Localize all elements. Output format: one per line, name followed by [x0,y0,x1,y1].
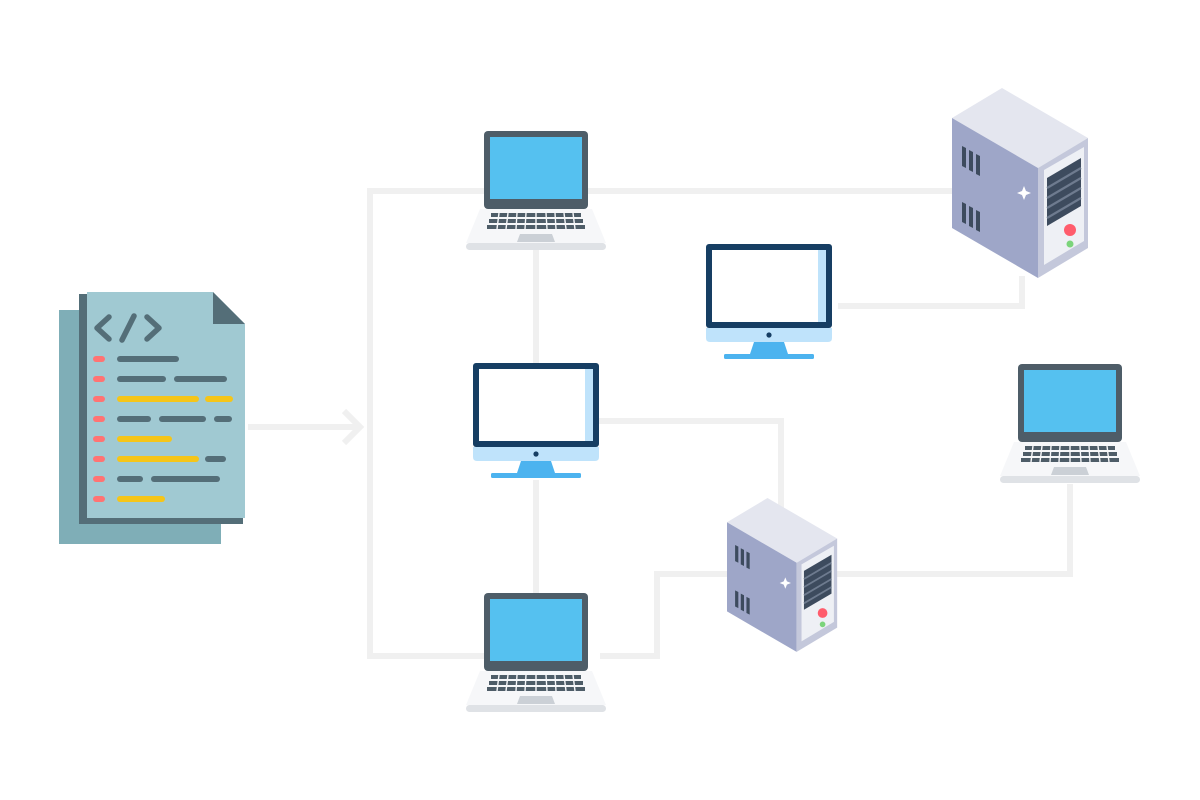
laptop-icon [465,592,607,713]
code-lines [93,356,233,502]
server-tower-icon [726,497,839,653]
server-tower-icon [950,86,1090,280]
connector-bus [367,188,536,659]
connector-desktop-upper-right-to-server-large [838,276,1025,309]
desktop-monitor-icon [473,363,599,478]
connector-desktop-middle-to-server-small [598,418,784,510]
connector-lines [248,188,1073,659]
laptop-icon [999,363,1141,484]
code-brackets-icon [94,313,162,343]
connector-laptop-bottom-to-server-small [600,571,732,659]
laptop-icon [465,130,607,251]
code-file-icon [59,292,245,544]
desktop-monitor-icon [706,244,832,359]
connector-server-small-to-laptop-right [833,484,1073,577]
connector-arrowhead [341,408,365,446]
